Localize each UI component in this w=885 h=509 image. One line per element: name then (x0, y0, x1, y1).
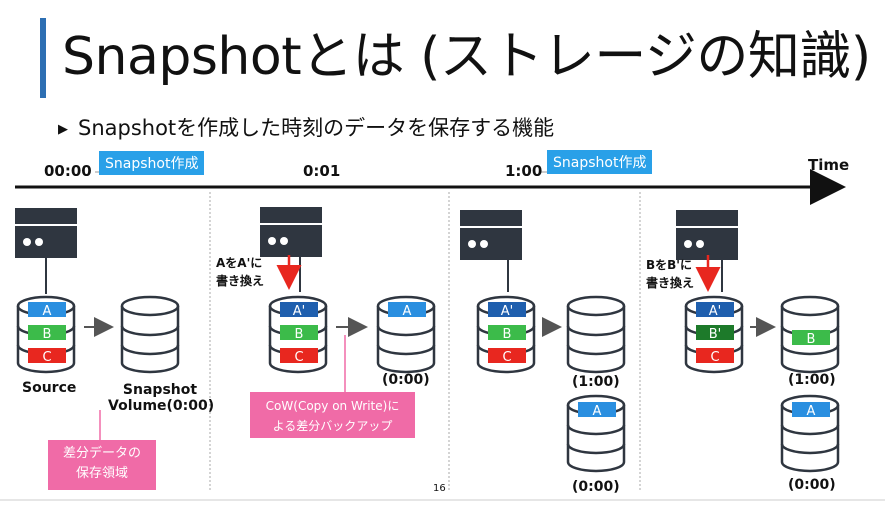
server-icon (676, 210, 738, 292)
snapshot-database-icon (120, 295, 180, 374)
snapshot-time-label: (1:00) (788, 372, 836, 388)
time-label-0000: 00:00 (44, 162, 92, 180)
block-b (792, 330, 830, 345)
server-icon (460, 210, 522, 292)
bullet-triangle-icon: ▶ (58, 122, 68, 137)
page-number: 16 (433, 483, 446, 494)
block-c (280, 348, 318, 363)
snapshot-time-label: (1:00) (572, 374, 620, 390)
block-a-prime-label: A' (709, 304, 721, 319)
block-a-label: A (807, 404, 816, 419)
block-b-label: B (295, 327, 304, 342)
time-label-0100: 1:00 (505, 162, 543, 180)
bullet-point: ▶ Snapshotを作成した時刻のデータを保存する機能 (58, 112, 554, 142)
time-label-0001: 0:01 (303, 162, 341, 180)
block-a-prime-label: A' (293, 304, 305, 319)
block-a-prime (280, 302, 318, 317)
block-c (696, 348, 734, 363)
block-a-prime (696, 302, 734, 317)
snapshot-create-chip: Snapshot作成 (547, 150, 653, 174)
block-b-prime (696, 325, 734, 340)
block-c (488, 348, 526, 363)
snapshot-time-label: (0:00) (382, 372, 430, 388)
diff-storage-callout: 差分データの 保存領域 (48, 440, 156, 490)
block-a-label: A (593, 404, 602, 419)
server-icon (15, 208, 77, 294)
slide-title: Snapshotとは (ストレージの知識) (62, 27, 871, 87)
block-b-label: B (43, 327, 52, 342)
write-annotation: AをA'に 書き換え (216, 256, 265, 288)
block-c-label: C (42, 350, 51, 365)
block-a-prime-label: A' (501, 304, 513, 319)
source-label: Source (22, 380, 77, 396)
time-axis-label: Time (808, 156, 850, 174)
block-a (792, 402, 830, 417)
block-b-label: B (503, 327, 512, 342)
bullet-text: Snapshotを作成した時刻のデータを保存する機能 (78, 116, 555, 140)
block-b (280, 325, 318, 340)
server-icon (260, 207, 322, 292)
block-a (388, 302, 426, 317)
block-c-label: C (294, 350, 303, 365)
block-c-label: C (710, 350, 719, 365)
block-a (578, 402, 616, 417)
block-b-label: B (807, 332, 816, 347)
block-a-label: A (43, 304, 52, 319)
snapshot-database-icon (566, 295, 626, 374)
block-b (488, 325, 526, 340)
snapshot-create-chip: Snapshot作成 (99, 151, 205, 175)
snapshot-volume-label: Snapshot Volume(0:00) (108, 382, 215, 414)
block-c (28, 348, 66, 363)
block-a-label: A (403, 304, 412, 319)
block-a-prime (488, 302, 526, 317)
title-accent-bar (40, 18, 46, 98)
snapshot-time-label: (0:00) (788, 477, 836, 493)
snapshot-time-label: (0:00) (572, 479, 620, 495)
cow-callout: CoW(Copy on Write)に よる差分バックアップ (250, 392, 415, 438)
block-a (28, 302, 66, 317)
write-annotation: BをB'に 書き換え (646, 258, 695, 290)
block-b-prime-label: B' (709, 327, 722, 342)
block-c-label: C (502, 350, 511, 365)
block-b (28, 325, 66, 340)
